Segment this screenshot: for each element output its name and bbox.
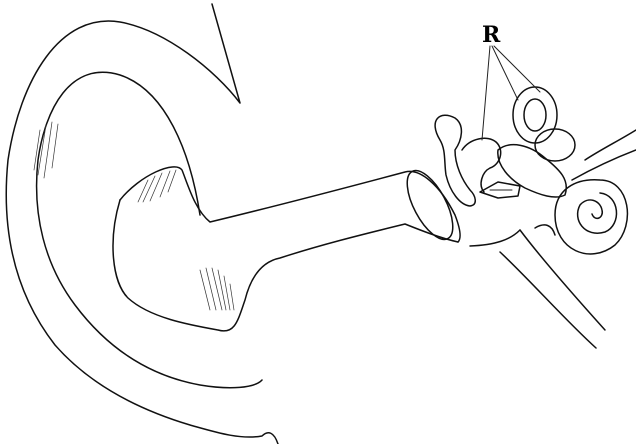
auricle-outline xyxy=(6,4,278,444)
ear-canal-lower xyxy=(113,200,458,331)
helix-inner-rim xyxy=(37,72,262,387)
pointer-line-1 xyxy=(482,46,490,140)
label-pointers xyxy=(482,46,540,140)
semicircular-canals xyxy=(498,87,575,197)
vestibule xyxy=(498,145,566,197)
canal-superior xyxy=(513,87,557,143)
pointer-line-3 xyxy=(494,46,540,92)
canal-superior-inner xyxy=(524,99,546,131)
concha-outline xyxy=(120,167,460,242)
pointer-line-2 xyxy=(492,46,518,100)
canal-posterior xyxy=(535,129,575,161)
nerve-lines xyxy=(470,130,636,348)
cochlea-spiral xyxy=(578,193,617,233)
ossicles xyxy=(435,115,520,206)
diagram-label-r: R xyxy=(482,22,501,48)
